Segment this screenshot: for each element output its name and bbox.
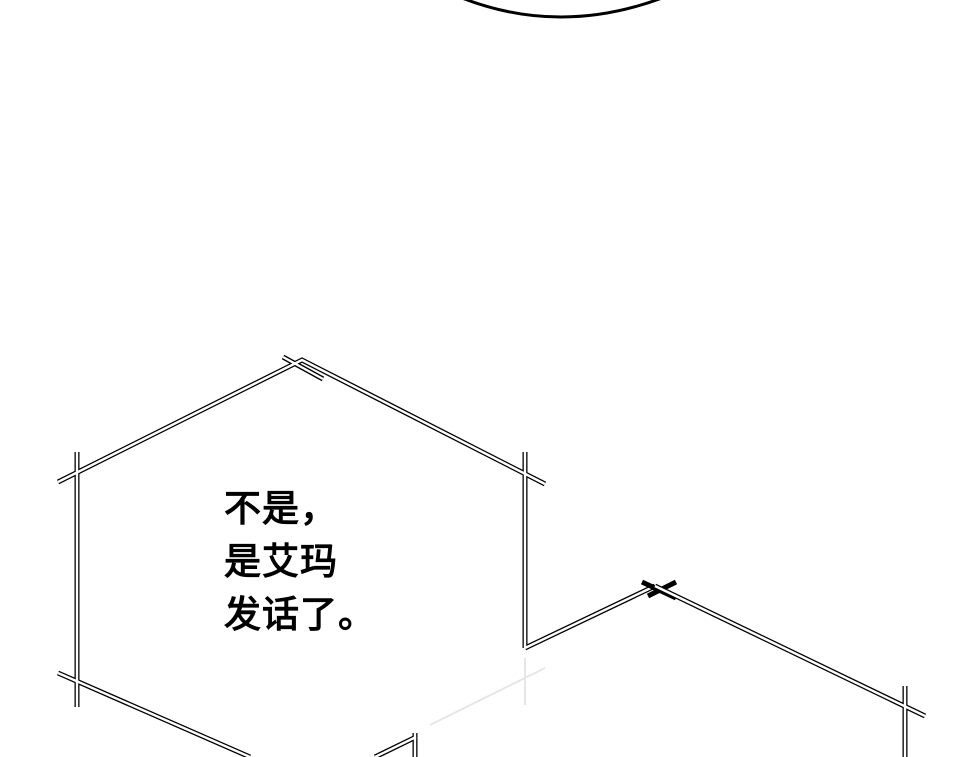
hexagon-frame-left: [56, 354, 657, 757]
dialogue-text: 不是， 是艾玛 发话了。: [224, 482, 376, 641]
dialogue-line: 不是，: [224, 487, 338, 530]
speech-bubble-top: [463, 0, 661, 19]
dialogue-line: 是艾玛: [224, 540, 338, 583]
hexagon-frame-right: [640, 579, 927, 757]
dialogue-line: 发话了。: [224, 593, 376, 636]
